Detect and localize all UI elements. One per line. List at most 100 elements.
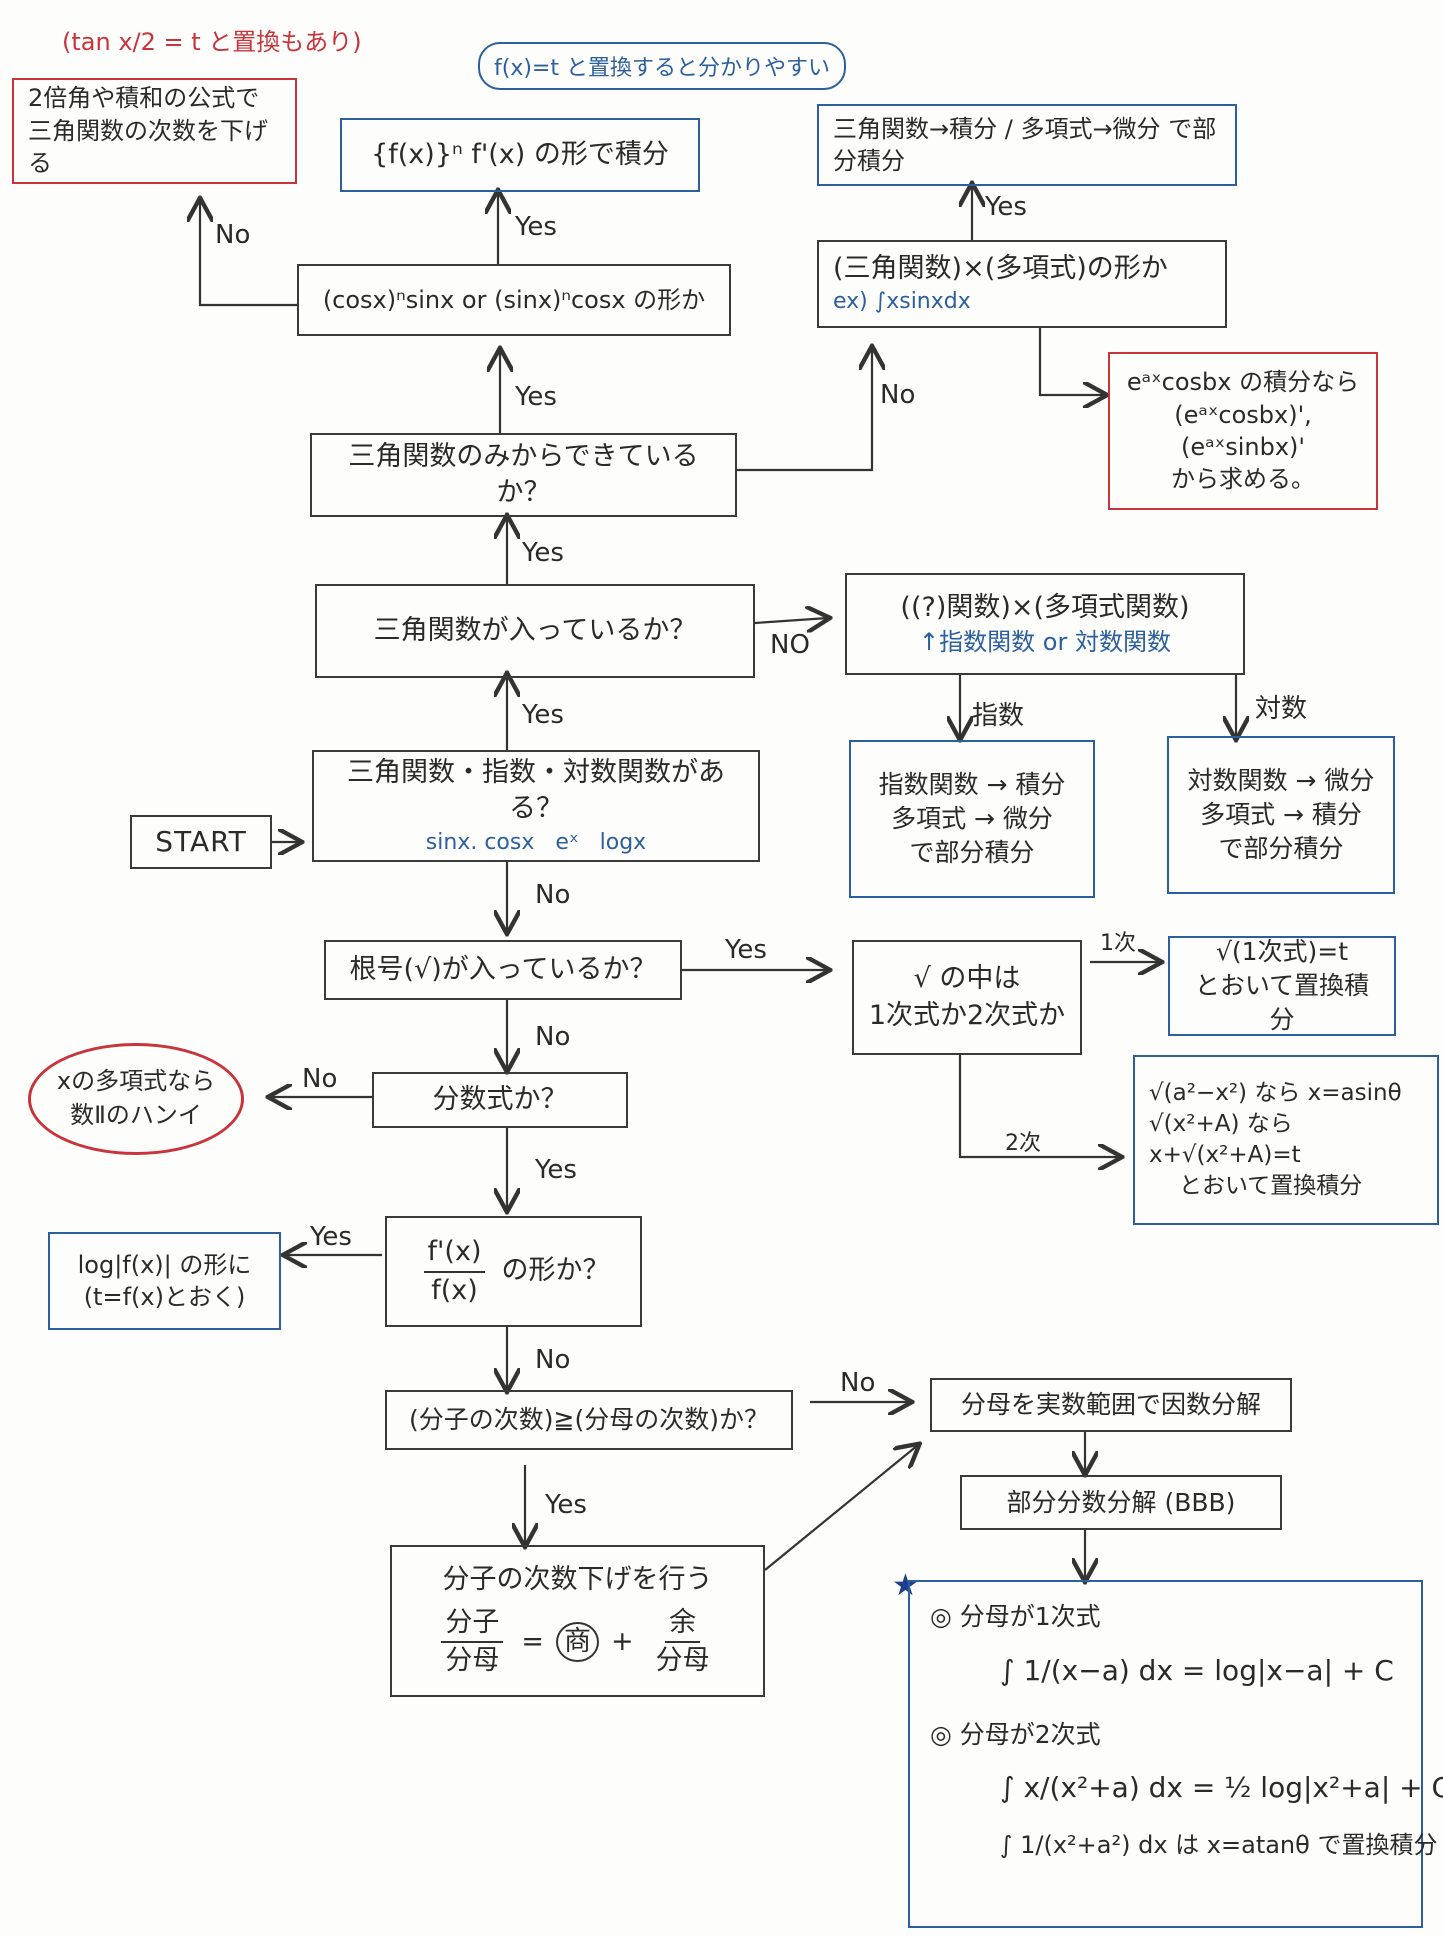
label-deg2: 2次 xyxy=(1005,1131,1041,1156)
double-angle-text: 2倍角や積和の公式で三角関数の次数を下げる xyxy=(28,84,268,178)
box-lower-degree: 分子の次数下げを行う 分子 分母 = 商 + 余 分母 xyxy=(390,1545,765,1697)
lhs-numerator: 分子 xyxy=(441,1605,504,1644)
box-trig-times-poly: (三角関数)×(多項式)の形か ex) ∫xsinxdx xyxy=(817,240,1227,328)
box-exp-result: 指数関数 → 積分 多項式 → 微分 で部分積分 xyxy=(849,740,1095,898)
box-eax-result: eᵃˣcosbx の積分なら (eᵃˣcosbx)', (eᵃˣsinbx)' … xyxy=(1108,352,1378,510)
label-yes-trigonly: Yes xyxy=(515,382,557,412)
f-denominator: f(x) xyxy=(431,1274,478,1306)
ellipse-polynomial-note: xの多項式なら 数Ⅱのハンイ xyxy=(28,1043,244,1155)
log-line3: で部分積分 xyxy=(1218,833,1344,863)
lhs-denominator: 分母 xyxy=(445,1645,500,1677)
box-factorize: 分母を実数範囲で因数分解 xyxy=(930,1378,1292,1432)
exp-line2: 多項式 → 微分 xyxy=(891,804,1053,834)
partial-fraction-text: 部分分数分解 (BBB) xyxy=(1006,1487,1236,1517)
box-root-degree: √ の中は 1次式か2次式か xyxy=(852,940,1082,1055)
box-partial-fraction: 部分分数分解 (BBB) xyxy=(960,1475,1282,1530)
trig-poly-result-text: 三角関数→積分 / 多項式→微分 で部分積分 xyxy=(833,114,1217,175)
box-start: START xyxy=(130,815,272,869)
arrow-trigpoly-no xyxy=(1038,328,1105,395)
eax-line1: eᵃˣcosbx の積分なら xyxy=(1126,368,1360,397)
equals-sign: = xyxy=(521,1626,544,1657)
exp-line3: で部分積分 xyxy=(909,837,1035,867)
label-no-cossin: No xyxy=(215,220,251,250)
start-text: START xyxy=(155,825,247,859)
label-no-root: No xyxy=(535,1022,571,1052)
label-no-trig: NO xyxy=(770,630,810,660)
label-no-fraction: No xyxy=(302,1064,338,1094)
box-double-angle: 2倍角や積和の公式で三角関数の次数を下げる xyxy=(12,78,297,184)
arrow-cossin-no xyxy=(200,200,297,307)
box-root-quadratic: √(a²−x²) なら x=asinθ √(x²+A) なら x+√(x²+A)… xyxy=(1133,1055,1439,1225)
box-other-function: ((?)関数)×(多項式関数) ↑指数関数 or 対数関数 xyxy=(845,573,1245,675)
label-yes-trig: Yes xyxy=(522,538,564,568)
label-no-funcs: No xyxy=(535,880,571,910)
degree-compare-text: (分子の次数)≧(分母の次数)か？ xyxy=(409,1405,769,1435)
fprime-numerator: f'(x) xyxy=(423,1234,486,1273)
trig-only-text: 三角関数のみからできているか？ xyxy=(348,440,699,508)
fraction-text: 分数式か？ xyxy=(432,1083,568,1115)
box-fraction: 分数式か？ xyxy=(372,1072,628,1128)
note-fprime-substitution: f(x)=t と置換すると分かりやすい xyxy=(478,42,846,90)
root-present-text: 根号(√)が入っているか？ xyxy=(349,953,657,985)
label-yes-root: Yes xyxy=(725,935,767,965)
label-yes-trigpoly: Yes xyxy=(985,192,1027,222)
box-degree-compare: (分子の次数)≧(分母の次数)か？ xyxy=(385,1390,793,1450)
arrow-deg2 xyxy=(958,1055,1120,1157)
log-line2: 多項式 → 積分 xyxy=(1200,800,1362,830)
lower-degree-lhs: 分子 分母 xyxy=(441,1605,504,1680)
box-root-present: 根号(√)が入っているか？ xyxy=(324,940,682,1000)
fprime-over-f-fraction: f'(x) f(x) xyxy=(423,1234,486,1309)
other-function-line1: ((?)関数)×(多項式関数) xyxy=(900,591,1190,623)
rhs-numerator: 余 xyxy=(665,1605,701,1644)
root-degree-line2: 1次式か2次式か xyxy=(868,999,1066,1031)
label-shisu: 指数 xyxy=(972,701,1025,731)
plus-sign: + xyxy=(611,1626,634,1657)
arrow-trigonly-no xyxy=(737,348,872,472)
box-funcs-present: 三角関数・指数・対数関数がある？ sinx. cosx eˣ logx xyxy=(312,750,760,862)
trig-included-text: 三角関数が入っているか？ xyxy=(373,614,697,646)
label-yes-funcs: Yes xyxy=(522,700,564,730)
final-heading-linear: ◎ 分母が1次式 xyxy=(930,1602,1101,1631)
star-icon: ★ xyxy=(892,1568,919,1603)
log-line1: 対数関数 → 微分 xyxy=(1187,766,1375,796)
label-taisu: 対数 xyxy=(1255,694,1308,724)
lower-degree-title: 分子の次数下げを行う xyxy=(442,1564,713,1596)
label-yes-cossin: Yes xyxy=(515,212,557,242)
final-formula-quadratic-2: ∫ 1/(x²+a²) dx は x=atanθ で置換積分 xyxy=(1000,1831,1438,1860)
other-function-line2: ↑指数関数 or 対数関数 xyxy=(919,628,1171,657)
trig-times-poly-text: (三角関数)×(多項式)の形か xyxy=(833,252,1168,284)
label-no-trigonly: No xyxy=(880,380,916,410)
trig-times-poly-example: ex) ∫xsinxdx xyxy=(833,289,971,315)
box-root-linear: √(1次式)=t とおいて置換積分 xyxy=(1168,936,1396,1036)
label-yes-fraction: Yes xyxy=(535,1155,577,1185)
root-linear-line1: √(1次式)=t xyxy=(1215,937,1349,967)
fprime-integrate-text: {f(x)}ⁿ f'(x) の形で積分 xyxy=(371,138,669,170)
log-f-line2: (t=f(x)とおく) xyxy=(83,1283,246,1311)
factorize-text: 分母を実数範囲で因数分解 xyxy=(960,1390,1261,1420)
quotient: 商 xyxy=(556,1622,599,1663)
root-degree-line1: √ の中は xyxy=(913,963,1021,995)
rhs-denominator: 分母 xyxy=(655,1645,710,1677)
final-heading-quadratic: ◎ 分母が2次式 xyxy=(930,1719,1101,1749)
label-no-fprime: No xyxy=(535,1345,571,1375)
label-deg1: 1次 xyxy=(1100,931,1136,956)
box-cos-sin-form: (cosx)ⁿsinx or (sinx)ⁿcosx の形か xyxy=(297,264,731,336)
label-no-degree: No xyxy=(840,1368,876,1398)
root-linear-line2: とおいて置換積分 xyxy=(1194,971,1370,1034)
funcs-present-text: 三角関数・指数・対数関数がある？ xyxy=(347,756,725,825)
root-quadratic-line2: √(x²+A) なら x+√(x²+A)=t xyxy=(1149,1110,1301,1168)
box-log-result: 対数関数 → 微分 多項式 → 積分 で部分積分 xyxy=(1167,736,1395,894)
note-tan-substitution: (tan x/2 = t と置換もあり) xyxy=(62,28,362,56)
label-yes-fprime: Yes xyxy=(310,1222,352,1252)
label-yes-degree: Yes xyxy=(545,1490,587,1520)
lower-degree-equation: 分子 分母 = 商 + 余 分母 xyxy=(435,1605,719,1680)
box-trig-included: 三角関数が入っているか？ xyxy=(315,584,755,678)
box-trig-only: 三角関数のみからできているか？ xyxy=(310,433,737,517)
eax-line3: から求める。 xyxy=(1171,465,1315,494)
box-trig-poly-result: 三角関数→積分 / 多項式→微分 で部分積分 xyxy=(817,104,1237,186)
final-formula-quadratic-1: ∫ x/(x²+a) dx = ½ log|x²+a| + C xyxy=(1000,1771,1443,1805)
fprime-over-f-suffix: の形か？ xyxy=(501,1255,610,1287)
log-f-line1: log|f(x)| の形に xyxy=(77,1250,252,1279)
box-log-f: log|f(x)| の形に (t=f(x)とおく) xyxy=(48,1232,281,1330)
